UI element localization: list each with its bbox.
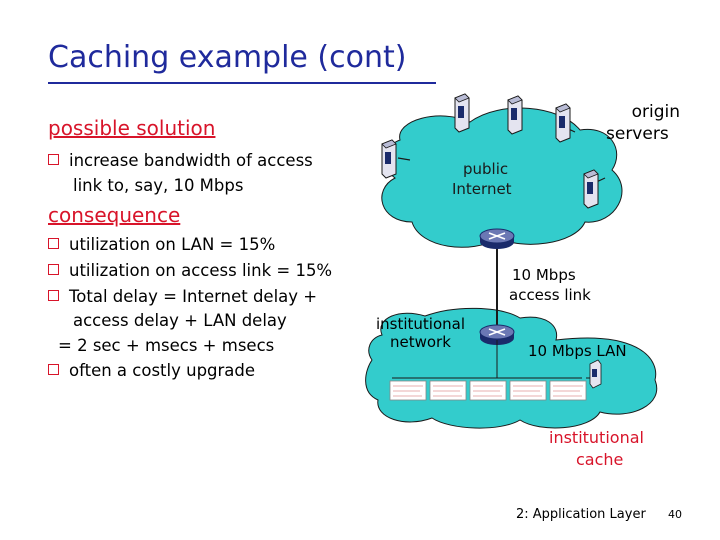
consequence-text-2: utilization on access link = 15% bbox=[69, 261, 333, 280]
consequence-text-4: often a costly upgrade bbox=[69, 361, 256, 380]
consequence-text-1: utilization on LAN = 15% bbox=[69, 235, 276, 254]
bullet-box-icon bbox=[48, 290, 59, 301]
bullet-box-icon bbox=[48, 364, 59, 375]
institutional-cache-line-1: institutional bbox=[549, 428, 644, 447]
public-internet-line-1: public bbox=[463, 160, 509, 178]
origin-servers-line-2: servers bbox=[606, 124, 669, 144]
solution-line-2: link to, say, 10 Mbps bbox=[73, 176, 244, 195]
lan-label: 10 Mbps LAN bbox=[528, 342, 627, 360]
server-icon bbox=[507, 95, 523, 135]
access-link-line-1: 10 Mbps bbox=[512, 266, 576, 284]
server-icon bbox=[583, 169, 599, 209]
solution-bullet: increase bandwidth of access bbox=[48, 148, 313, 173]
public-internet-cloud bbox=[381, 107, 623, 248]
institutional-network-line-1: institutional bbox=[376, 315, 466, 333]
lan-hosts bbox=[389, 380, 587, 401]
page-number: 40 bbox=[668, 508, 682, 521]
consequence-text-3-eq: = 2 sec + msecs + msecs bbox=[58, 336, 275, 355]
cache-server-icon bbox=[589, 359, 602, 389]
public-internet-line-2: Internet bbox=[452, 180, 512, 198]
solution-line-1: increase bandwidth of access bbox=[69, 151, 313, 170]
solution-heading: possible solution bbox=[48, 116, 216, 140]
institutional-network-line-2: network bbox=[390, 333, 451, 351]
server-icon bbox=[555, 103, 571, 143]
consequence-text-3-cont: access delay + LAN delay bbox=[73, 311, 287, 330]
slide-title: Caching example (cont) bbox=[48, 40, 407, 75]
footer-label: 2: Application Layer bbox=[516, 507, 646, 522]
consequence-bullet-4: often a costly upgrade bbox=[48, 358, 255, 383]
server-icon bbox=[381, 139, 397, 179]
title-underline bbox=[48, 82, 436, 84]
router-icon bbox=[479, 324, 515, 345]
bullet-box-icon bbox=[48, 238, 59, 249]
consequence-heading: consequence bbox=[48, 203, 181, 227]
bullet-box-icon bbox=[48, 264, 59, 275]
host-scribbles bbox=[393, 385, 583, 397]
consequence-text-3: Total delay = Internet delay + bbox=[69, 287, 318, 306]
consequence-bullet-1: utilization on LAN = 15% bbox=[48, 232, 275, 257]
access-link-line-2: access link bbox=[509, 286, 591, 304]
origin-servers-label: origin bbox=[624, 102, 680, 122]
bullet-box-icon bbox=[48, 154, 59, 165]
consequence-bullet-3: Total delay = Internet delay + bbox=[48, 284, 317, 309]
router-icon bbox=[479, 228, 515, 249]
consequence-bullet-2: utilization on access link = 15% bbox=[48, 258, 332, 283]
origin-servers-line-1: origin bbox=[631, 102, 680, 122]
server-icon bbox=[454, 93, 470, 133]
institutional-cache-line-2: cache bbox=[576, 450, 624, 469]
